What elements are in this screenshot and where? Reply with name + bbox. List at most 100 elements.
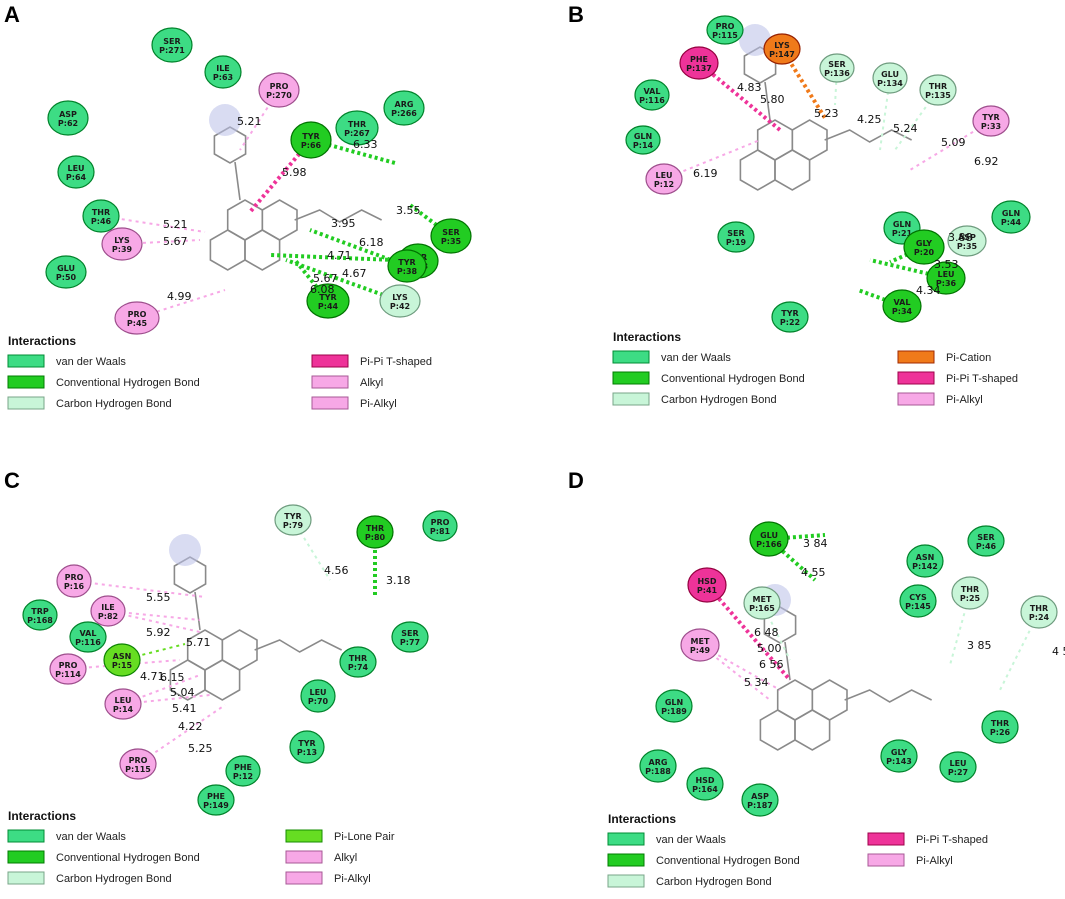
residue-bubble <box>69 621 107 653</box>
distance-label: 4.99 <box>167 290 192 303</box>
residue-name: GLU <box>760 531 778 540</box>
distance-label: 5.41 <box>172 702 197 715</box>
legend-swatch <box>7 396 45 410</box>
residue-bubble <box>741 783 779 817</box>
distance-label: 5.04 <box>170 686 195 699</box>
residue-bubble <box>634 79 670 111</box>
residue-number: P:266 <box>391 109 417 118</box>
distance-label: 4 55 <box>801 566 826 579</box>
residue-number: P:79 <box>283 521 304 530</box>
distance-label: 5.09 <box>941 136 966 149</box>
panel-letter: D <box>568 468 584 493</box>
residue-name: LYS <box>392 293 408 302</box>
legend-label: Carbon Hydrogen Bond <box>56 398 172 410</box>
legend-swatch <box>311 396 349 410</box>
residue-bubble <box>687 567 727 603</box>
side-chain <box>844 689 932 703</box>
distance-label: 4.22 <box>178 720 203 733</box>
aromatic-ring <box>811 679 848 721</box>
residue-name: GLN <box>1002 209 1020 218</box>
residue-name: GLY <box>916 239 932 248</box>
residue-bubble <box>90 595 126 627</box>
residue-number: P:21 <box>892 229 913 238</box>
residue-bubble <box>47 100 89 136</box>
residue-bubble <box>274 504 312 536</box>
residue-number: P:46 <box>91 217 112 226</box>
residue-name: PHE <box>690 55 708 64</box>
residue-bubble <box>706 15 744 45</box>
residue-bubble <box>919 74 957 106</box>
distance-label: 6.19 <box>693 167 718 180</box>
interaction-line-alkyl <box>239 89 280 151</box>
legend-label: van der Waals <box>56 831 126 843</box>
legend-label: Pi-Alkyl <box>334 873 371 885</box>
residue-bubble <box>57 155 95 189</box>
aromatic-ring <box>244 229 281 271</box>
residue-name: GLN <box>634 132 652 141</box>
legend-swatch <box>7 871 45 885</box>
residue-name: TYR <box>319 293 336 302</box>
distance-label: 5.98 <box>282 166 307 179</box>
aromatic-ring <box>209 229 246 271</box>
distance-label: 6.18 <box>359 236 384 249</box>
residue-number: P:74 <box>348 663 369 672</box>
side-chain <box>254 639 342 653</box>
residue-bubble <box>387 249 427 283</box>
legend-swatch <box>285 871 323 885</box>
legend-label: Alkyl <box>334 852 357 864</box>
legend-label: Pi-Pi T-shaped <box>360 356 432 368</box>
residue-name: ASP <box>958 233 976 242</box>
legend-title: Interactions <box>608 812 676 826</box>
residue-name: PRO <box>128 310 147 319</box>
residue-bubble <box>655 689 693 723</box>
distance-label: 6.08 <box>310 283 335 296</box>
legend-label: Pi-Lone Pair <box>334 831 395 843</box>
distance-label: 4.67 <box>342 267 367 280</box>
residue-number: P:64 <box>66 173 87 182</box>
residue-number: P:115 <box>712 31 738 40</box>
residue-name: PHE <box>207 792 225 801</box>
bond <box>234 161 241 201</box>
residue-name: LEU <box>949 759 966 768</box>
residue-name: MET <box>753 595 772 604</box>
distance-label: 5.00 <box>757 642 782 655</box>
residue-bubble <box>763 33 801 65</box>
residue-number: P:168 <box>27 616 53 625</box>
aromatic-ring <box>739 149 776 191</box>
residue-bubble <box>22 599 58 631</box>
residue-name: ARG <box>649 758 668 767</box>
residue-number: P:26 <box>990 728 1011 737</box>
residue-number: P:116 <box>639 96 665 105</box>
residue-number: P:137 <box>686 64 712 73</box>
distance-label: 5.25 <box>188 742 213 755</box>
interaction-line-carbon-hbond <box>292 519 331 581</box>
residue-name: PRO <box>59 661 78 670</box>
residue-name: VAL <box>894 298 911 307</box>
distance-label: 4.71 <box>140 670 165 683</box>
residue-number: P:270 <box>266 91 292 100</box>
residue-name: THR <box>961 585 979 594</box>
residue-name: ILE <box>101 603 115 612</box>
residue-number: P:80 <box>365 533 386 542</box>
side-chain <box>824 129 912 143</box>
residue-name: ASP <box>751 792 769 801</box>
